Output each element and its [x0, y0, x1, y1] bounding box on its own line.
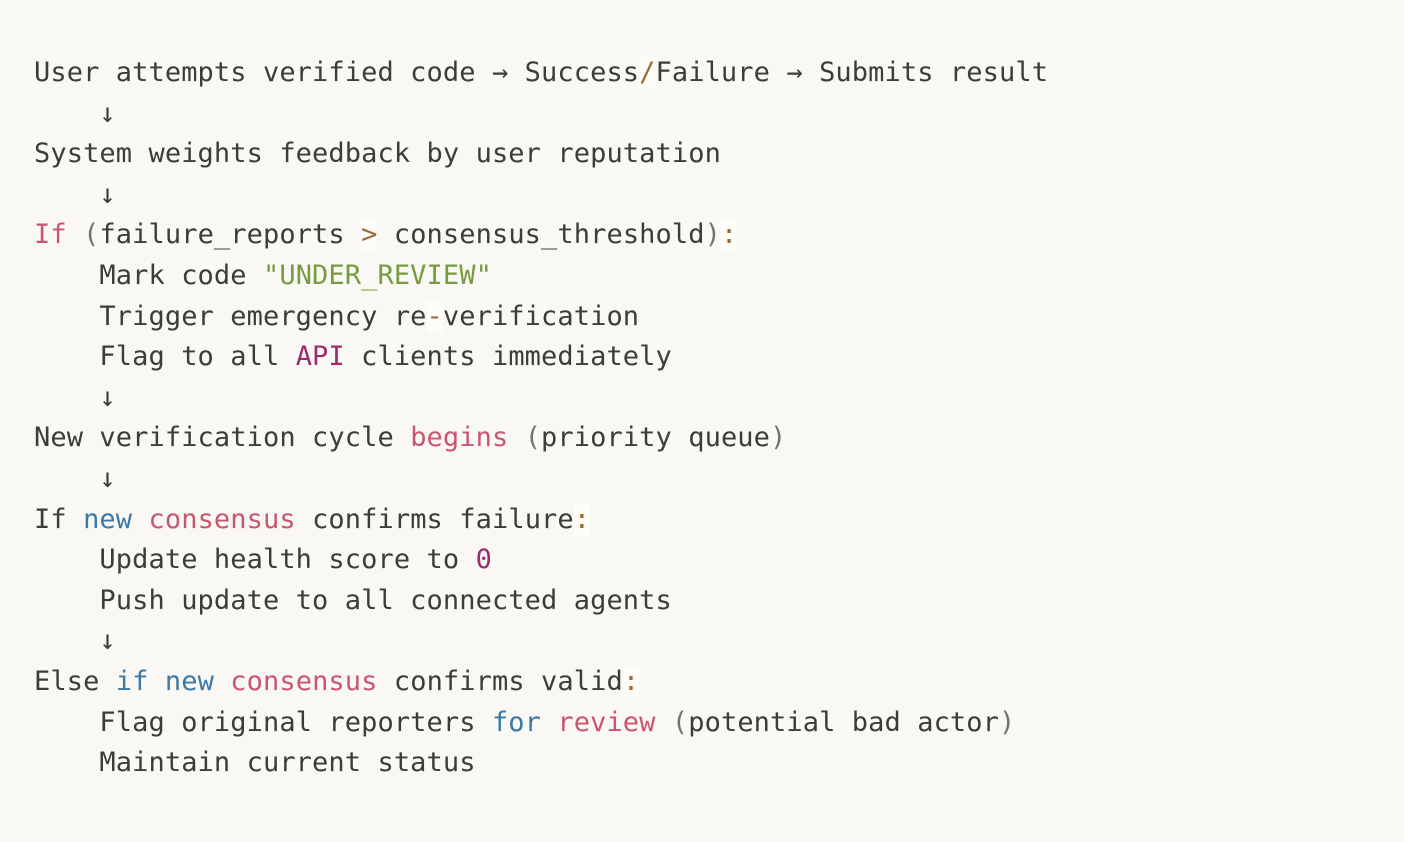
code-token: User attempts verified code → Success — [34, 57, 640, 88]
code-token: ( — [671, 706, 689, 738]
code-token: verification — [442, 300, 640, 332]
code-token: confirms failure — [295, 503, 574, 535]
code-token: ( — [83, 219, 100, 251]
code-token: Failure → Submits result — [655, 57, 1049, 88]
line-update-health: Update health score to 0 — [34, 540, 1384, 581]
code-token: Maintain current status — [34, 747, 476, 779]
line-if-new-consensus-failure: If new consensus confirms failure: — [34, 500, 1384, 541]
code-token: / — [639, 57, 656, 88]
code-token: : — [720, 219, 738, 251]
code-token: ) — [704, 219, 721, 251]
code-token: System weights feedback by user reputati… — [34, 138, 721, 170]
line-arrow-1: ↓ — [34, 94, 1384, 135]
code-token: "UNDER_REVIEW" — [262, 259, 492, 291]
code-token: ↓ — [34, 625, 116, 657]
code-token: new — [83, 503, 133, 535]
code-token: Update health score to — [34, 544, 476, 576]
line-push-update: Push update to all connected agents — [34, 581, 1384, 622]
code-token — [541, 707, 557, 738]
code-token — [67, 219, 83, 250]
code-token: Trigger emergency re — [34, 300, 427, 332]
code-token: If — [34, 503, 84, 535]
code-token — [132, 504, 148, 535]
code-token: priority queue — [541, 422, 771, 454]
code-token: clients immediately — [344, 341, 672, 373]
line-arrow-2: ↓ — [34, 175, 1384, 216]
line-else-if-valid: Else if new consensus confirms valid: — [34, 662, 1384, 703]
code-token: : — [622, 665, 640, 697]
code-token: ↓ — [34, 178, 116, 210]
code-token — [149, 666, 165, 697]
code-token: ( — [524, 422, 542, 454]
code-token: ↓ — [34, 462, 116, 494]
line-arrow-3: ↓ — [34, 378, 1384, 419]
line-maintain-status: Maintain current status — [34, 743, 1384, 784]
code-token — [214, 666, 230, 697]
code-token — [508, 422, 524, 453]
line-flag-api: Flag to all API clients immediately — [34, 337, 1384, 378]
code-token: > — [361, 219, 378, 251]
code-token: ) — [999, 706, 1016, 738]
line-if-failure-reports: If (failure_reports > consensus_threshol… — [34, 215, 1384, 256]
code-token: New verification cycle — [34, 422, 411, 454]
line-flag-reporters: Flag original reporters for review (pote… — [34, 703, 1384, 744]
line-system-weights: System weights feedback by user reputati… — [34, 134, 1384, 175]
code-token: new — [164, 665, 214, 697]
code-token: - — [426, 300, 443, 332]
line-arrow-5: ↓ — [34, 621, 1384, 662]
line-arrow-4: ↓ — [34, 459, 1384, 500]
code-token: Flag original reporters — [34, 706, 492, 738]
line-new-cycle: New verification cycle begins (priority … — [34, 418, 1384, 459]
code-token — [656, 707, 672, 738]
code-token: Else — [34, 665, 116, 697]
code-token: for — [491, 706, 542, 738]
code-token: failure_reports — [99, 219, 362, 251]
line-mark-code: Mark code "UNDER_REVIEW" — [34, 256, 1384, 297]
code-token: consensus — [148, 503, 296, 535]
code-token: if — [115, 665, 149, 697]
pseudocode-block: User attempts verified code → Success/Fa… — [34, 53, 1384, 784]
code-token: Mark code — [34, 259, 263, 291]
code-token: Push update to all connected agents — [34, 584, 672, 616]
code-token: ↓ — [34, 97, 116, 129]
code-token: : — [573, 503, 591, 535]
line-flow-user-attempts: User attempts verified code → Success/Fa… — [34, 53, 1384, 94]
code-token: ) — [770, 422, 787, 454]
code-token: ↓ — [34, 381, 116, 413]
code-token: confirms valid — [377, 665, 623, 697]
code-token: If — [34, 219, 67, 251]
code-token: potential bad actor — [688, 706, 1000, 738]
code-token: consensus_threshold — [377, 219, 705, 251]
code-token: 0 — [475, 544, 492, 576]
code-token: begins — [410, 422, 509, 454]
code-token: consensus — [230, 665, 378, 697]
code-token: API — [295, 341, 345, 373]
code-token: review — [557, 706, 656, 738]
line-trigger-emergency: Trigger emergency re-verification — [34, 297, 1384, 338]
code-token: Flag to all — [34, 341, 296, 373]
